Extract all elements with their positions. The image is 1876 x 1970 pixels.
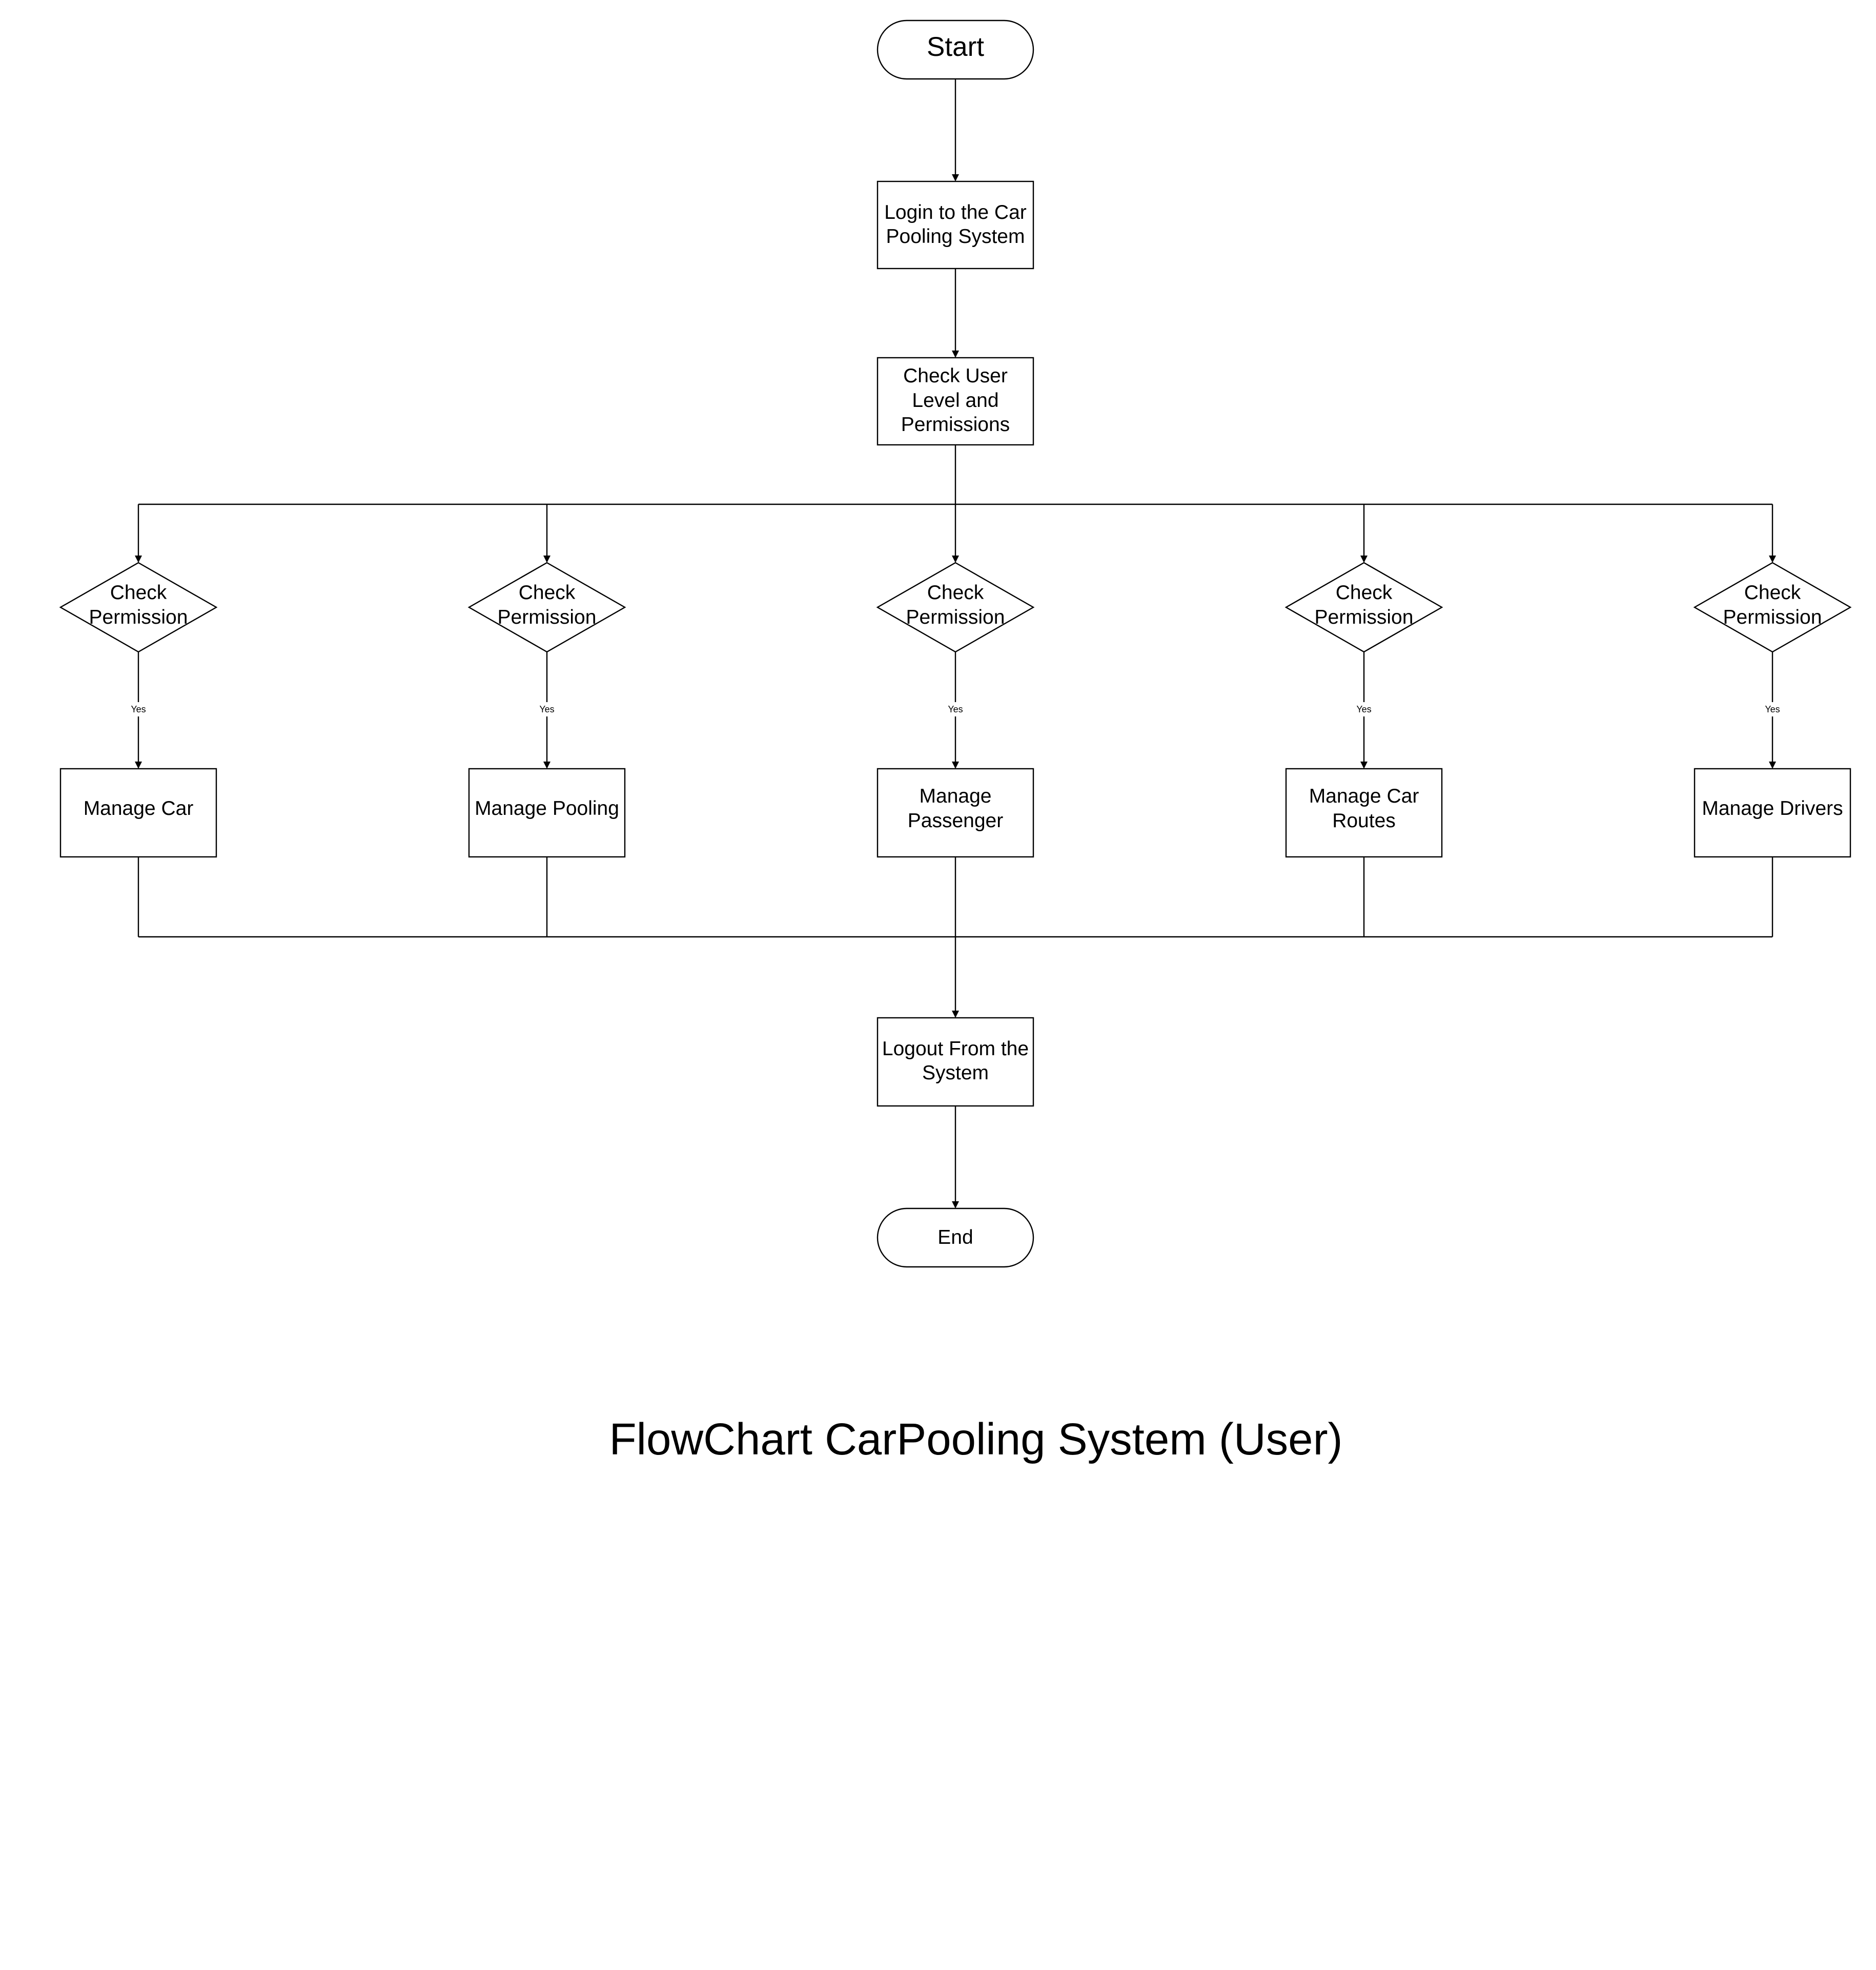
yes-label-2: Yes <box>539 704 554 714</box>
end-node: End <box>876 1207 1034 1268</box>
yes-label-5: Yes <box>1765 704 1780 714</box>
check-permission-3-label-line-2: Permission <box>906 606 1005 628</box>
manage-car-node: Manage Car <box>59 768 217 858</box>
login-label-line-2: Pooling System <box>886 225 1025 248</box>
start-terminator-shape <box>876 19 1034 80</box>
manage-drivers-process-shape <box>1694 768 1851 858</box>
end-label: End <box>937 1226 973 1248</box>
decision-diamond-shape <box>59 562 218 653</box>
yes-label-4: Yes <box>1356 704 1371 714</box>
logout-node: Logout From the System <box>876 1017 1034 1107</box>
manage-passenger-process-shape <box>876 768 1034 858</box>
start-node: Start <box>876 19 1034 80</box>
end-terminator-shape <box>876 1207 1034 1268</box>
decision-diamond-shape <box>876 562 1035 653</box>
manage-car-routes-label-line-2: Routes <box>1332 810 1396 832</box>
manage-passenger-label-line-1: Manage <box>920 785 992 807</box>
check-permission-3-label-line-1: Check <box>927 582 984 604</box>
logout-process-shape <box>876 1017 1034 1107</box>
diagram-title: FlowChart CarPooling System (User) <box>609 1414 1342 1464</box>
decision-diamond-shape <box>1693 562 1852 653</box>
start-label: Start <box>927 32 984 62</box>
manage-car-routes-process-shape <box>1285 768 1443 858</box>
check-permission-4-label-line-2: Permission <box>1315 606 1414 628</box>
check-permission-2-label-line-1: Check <box>519 582 576 604</box>
logout-label-line-2: System <box>922 1062 989 1084</box>
decision-diamond-shape <box>467 562 626 653</box>
manage-drivers-node: Manage Drivers <box>1694 768 1851 858</box>
check-user-level-label-line-3: Permissions <box>901 414 1010 436</box>
manage-car-label-line-1: Manage Car <box>84 797 194 819</box>
branch-edges-layer: Yes Yes Yes Yes Yes <box>131 504 1780 937</box>
manage-pooling-process-shape <box>468 768 626 858</box>
check-user-level-label-line-2: Level and <box>912 389 998 412</box>
manage-passenger-label-line-2: Passenger <box>908 810 1003 832</box>
check-permission-1-label-line-2: Permission <box>89 606 188 628</box>
check-user-level-process-shape <box>876 357 1034 446</box>
check-permission-4-label-line-1: Check <box>1336 582 1393 604</box>
login-node: Login to the Car Pooling System <box>876 180 1034 270</box>
decision-diamond-shape <box>1284 562 1443 653</box>
check-permission-5-label-line-2: Permission <box>1723 606 1822 628</box>
yes-label-3: Yes <box>948 704 963 714</box>
check-permission-2-label-line-2: Permission <box>498 606 597 628</box>
check-permission-1-label-line-1: Check <box>110 582 167 604</box>
login-label-line-1: Login to the Car <box>884 201 1027 223</box>
manage-car-process-shape <box>59 768 217 858</box>
login-process-shape <box>876 180 1034 270</box>
manage-drivers-label-line-1: Manage Drivers <box>1702 797 1843 819</box>
check-user-level-node: Check User Level and Permissions <box>876 357 1034 446</box>
manage-car-routes-label-line-1: Manage Car <box>1309 785 1419 807</box>
manage-pooling-node: Manage Pooling <box>468 768 626 858</box>
manage-pooling-label-line-1: Manage Pooling <box>475 797 619 819</box>
logout-label-line-1: Logout From the <box>882 1038 1029 1060</box>
check-user-level-label-line-1: Check User <box>903 365 1008 387</box>
check-permission-5-label-line-1: Check <box>1744 582 1801 604</box>
yes-label-1: Yes <box>131 704 146 714</box>
